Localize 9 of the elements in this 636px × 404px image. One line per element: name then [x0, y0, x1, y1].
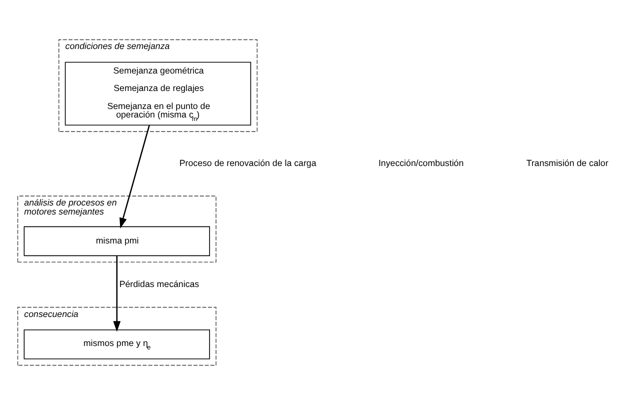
- label: Transmisión de calor: [526, 158, 608, 168]
- arrow: [113, 255, 121, 332]
- edge-label: Pérdidas mecánicas: [119, 278, 200, 288]
- label: Inyección/combustión: [378, 158, 464, 168]
- node-box: Semejanza geométrica Semejanza de reglajes Semejanza en el punto de operación (misma c$_{m}$): [64, 61, 252, 126]
- arrow: [120, 124, 150, 228]
- node-box: misma pmi: [24, 226, 210, 256]
- node-box: mismos pme y η$_{e}$: [24, 328, 210, 359]
- label: Proceso de renovación de la carga: [179, 158, 316, 168]
